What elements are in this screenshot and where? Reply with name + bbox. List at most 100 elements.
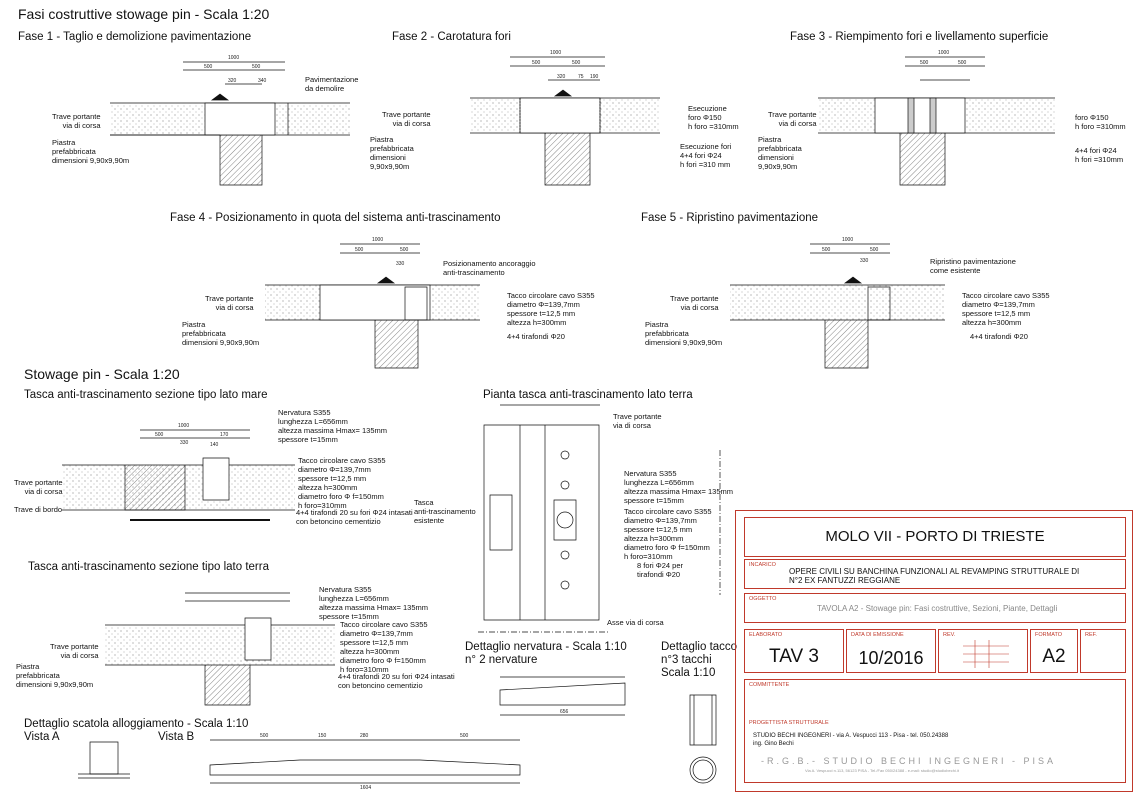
label-asse-via: Asse via di corsa: [607, 618, 664, 627]
rev-caption: REV.: [943, 632, 956, 638]
svg-text:280: 280: [360, 733, 369, 739]
label-trave-portante-f1: Trave portante via di corsa: [52, 112, 101, 130]
fase1-section: [110, 62, 350, 185]
oggetto-cell: OGGETTO TAVOLA A2 - Stowage pin: Fasi co…: [744, 593, 1126, 623]
studio-footer: -R.G.B.- STUDIO BECHI INGEGNERI - PISA: [761, 756, 1057, 766]
svg-text:1000: 1000: [228, 55, 239, 61]
label-trave-portante-f5: Trave portante via di corsa: [670, 294, 719, 312]
dimension-labels: 1000 500 500 320 340 1000 500 500 320 75…: [155, 50, 967, 791]
formato-value: A2: [1042, 646, 1066, 667]
heading-fasi: Fasi costruttive stowage pin - Scala 1:2…: [18, 6, 270, 22]
heading-fase5: Fase 5 - Ripristino pavimentazione: [641, 212, 819, 224]
label-trave-portante-f3: Trave portante via di corsa: [768, 110, 817, 128]
label-pavimentazione-demolire: Pavimentazione da demolire: [305, 75, 359, 93]
svg-text:500: 500: [204, 64, 213, 70]
svg-text:1000: 1000: [938, 50, 949, 56]
label-tacco-terra: Tacco circolare cavo S355 diametro Φ=139…: [340, 620, 428, 674]
incarico-caption: INCARICO: [749, 562, 776, 568]
oggetto-caption: OGGETTO: [749, 596, 777, 602]
label-trave-portante-f4: Trave portante via di corsa: [205, 294, 254, 312]
svg-text:330: 330: [396, 261, 405, 267]
svg-text:330: 330: [860, 258, 869, 264]
pianta-plan: [478, 405, 720, 632]
svg-text:1000: 1000: [178, 423, 189, 429]
svg-text:170: 170: [220, 432, 229, 438]
label-foro-150: foro Φ150 h foro =310mm: [1075, 113, 1126, 131]
label-tacco-pianta: Tacco circolare cavo S355 diametro Φ=139…: [624, 507, 712, 561]
label-posizionamento: Posizionamento ancoraggio anti-trascinam…: [443, 259, 536, 277]
data-cell: DATA DI EMISSIONE 10/2016: [846, 629, 936, 673]
svg-text:500: 500: [400, 247, 409, 253]
label-nervatura-terra: Nervatura S355 lunghezza L=656mm altezza…: [319, 585, 428, 621]
tasca-mare-section: [62, 430, 295, 520]
elaborato-caption: ELABORATO: [749, 632, 783, 638]
rev-grid: [963, 640, 1009, 668]
label-piastra-f2: Piastra prefabbricata dimensioni 9,90x9,…: [370, 135, 414, 171]
label-trave-portante-f2: Trave portante via di corsa: [382, 110, 431, 128]
label-nervatura-pianta: Nervatura S355 lunghezza L=656mm altezza…: [624, 469, 733, 505]
svg-text:500: 500: [958, 60, 967, 66]
heading-dettaglio-nervatura: Dettaglio nervatura - Scala 1:10: [465, 641, 627, 653]
label-piastra-f3: Piastra prefabbricata dimensioni 9,90x9,…: [758, 135, 802, 171]
svg-text:656: 656: [560, 709, 569, 715]
label-esecuzione-foro: Esecuzione foro Φ150 h foro =310mm: [688, 104, 739, 131]
svg-text:500: 500: [920, 60, 929, 66]
label-trave-via-pianta: Trave portante via di corsa: [613, 412, 662, 430]
svg-text:500: 500: [252, 64, 261, 70]
label-ripristino: Ripristino pavimentazione come esistente: [930, 257, 1016, 275]
rev-cell: REV.: [938, 629, 1028, 673]
svg-text:320: 320: [228, 78, 237, 84]
label-trave-bordo: Trave di bordo: [14, 505, 63, 514]
label-trave-portante-mare: Trave portante via di corsa: [14, 478, 63, 496]
svg-text:1000: 1000: [372, 237, 383, 243]
label-fori-8: 8 fori Φ24 per tirafondi Φ20: [637, 561, 684, 579]
heading-fase2: Fase 2 - Carotatura fori: [392, 31, 511, 43]
data-value: 10/2016: [858, 648, 924, 668]
scatola-detail: [78, 740, 520, 783]
subheading-tacco-scala: Scala 1:10: [661, 667, 716, 679]
studio-footer-small: Via A. Vespucci n.113, 56123 PISA - Tel.…: [805, 768, 959, 773]
fase4-section: [265, 244, 480, 368]
label-esecuzione-fori: Esecuzione fori 4+4 fori Φ24 h fori =310…: [680, 142, 732, 169]
heading-vista-a: Vista A: [24, 731, 60, 743]
label-tirafondi-f5: 4+4 tirafondi Φ20: [970, 332, 1028, 341]
title-block: MOLO VII - PORTO DI TRIESTE INCARICO OPE…: [735, 510, 1133, 792]
fase2-section: [470, 57, 660, 185]
fase3-section: [818, 57, 1055, 185]
formato-caption: FORMATO: [1035, 632, 1062, 638]
heading-dettaglio-tacco: Dettaglio tacco: [661, 641, 738, 653]
oggetto-text: TAVOLA A2 - Stowage pin: Fasi costruttiv…: [817, 604, 1058, 613]
svg-text:500: 500: [870, 247, 879, 253]
heading-fase1: Fase 1 - Taglio e demolizione pavimentaz…: [18, 31, 252, 43]
svg-text:1604: 1604: [360, 785, 371, 791]
data-caption: DATA DI EMISSIONE: [851, 632, 904, 638]
label-piastra-terra: Piastra prefabbricata dimensioni 9,90x9,…: [16, 662, 94, 689]
svg-text:500: 500: [155, 432, 164, 438]
tacco-detail: [690, 695, 716, 783]
svg-text:500: 500: [822, 247, 831, 253]
label-fori-24: 4+4 fori Φ24 h fori =310mm: [1075, 146, 1124, 164]
nervatura-detail: [500, 677, 625, 715]
svg-text:1000: 1000: [550, 50, 561, 56]
svg-text:190: 190: [590, 74, 599, 80]
tasca-terra-section: [105, 593, 335, 705]
incarico-cell: INCARICO OPERE CIVILI SU BANCHINA FUNZIO…: [744, 559, 1126, 589]
heading-pianta: Pianta tasca anti-trascinamento lato ter…: [483, 389, 693, 401]
studio-text: STUDIO BECHI INGEGNERI - via A. Vespucci…: [753, 733, 949, 739]
progettista-caption: PROGETTISTA STRUTTURALE: [749, 720, 829, 726]
heading-dettaglio-scatola: Dettaglio scatola alloggiamento - Scala …: [24, 718, 249, 730]
label-piastra-f4: Piastra prefabbricata dimensioni 9,90x9,…: [182, 320, 260, 347]
heading-fase3: Fase 3 - Riempimento fori e livellamento…: [790, 31, 1049, 43]
label-tacco-f5: Tacco circolare cavo S355 diametro Φ=139…: [962, 291, 1050, 327]
incarico-text: OPERE CIVILI SU BANCHINA FUNZIONALI AL R…: [789, 567, 1080, 585]
svg-text:500: 500: [532, 60, 541, 66]
heading-tasca-mare: Tasca anti-trascinamento sezione tipo la…: [24, 389, 268, 401]
ing-text: ing. Gino Bechi: [753, 741, 794, 747]
project-cell: MOLO VII - PORTO DI TRIESTE: [744, 517, 1126, 557]
label-tacco-mare: Tacco circolare cavo S355 diametro Φ=139…: [298, 456, 386, 510]
svg-text:500: 500: [572, 60, 581, 66]
ref-caption: REF.: [1085, 632, 1097, 638]
elaborato-value: TAV 3: [769, 646, 819, 667]
label-piastra-f5: Piastra prefabbricata dimensioni 9,90x9,…: [645, 320, 723, 347]
svg-text:75: 75: [578, 74, 584, 80]
